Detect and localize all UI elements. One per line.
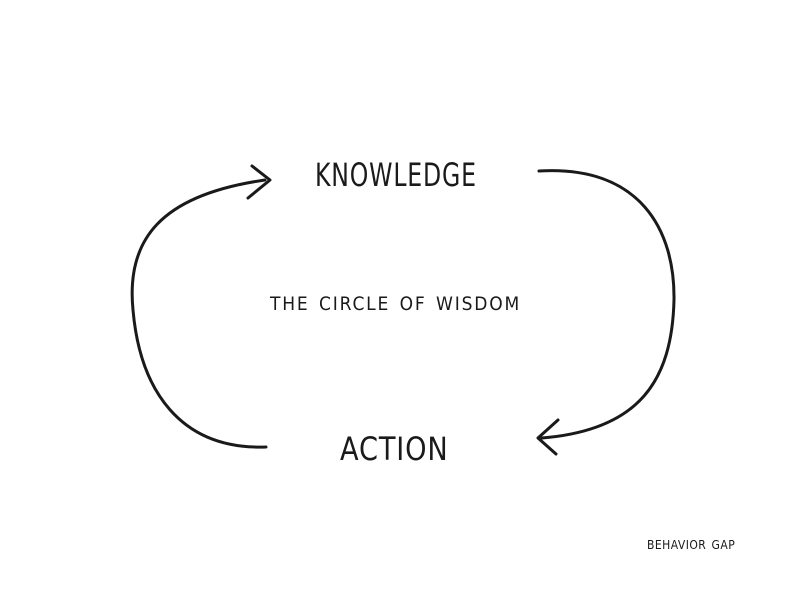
signature: Behavior Gap	[647, 534, 736, 554]
center-label: The circle of wisdom	[270, 286, 522, 317]
arrow-head-right	[536, 418, 560, 456]
arrow-head-left	[246, 164, 272, 200]
node-action: Action	[340, 417, 449, 471]
arrow-action-to-knowledge	[130, 178, 268, 449]
arrow-knowledge-to-action	[537, 169, 676, 440]
node-knowledge: Knowledge	[315, 143, 477, 197]
